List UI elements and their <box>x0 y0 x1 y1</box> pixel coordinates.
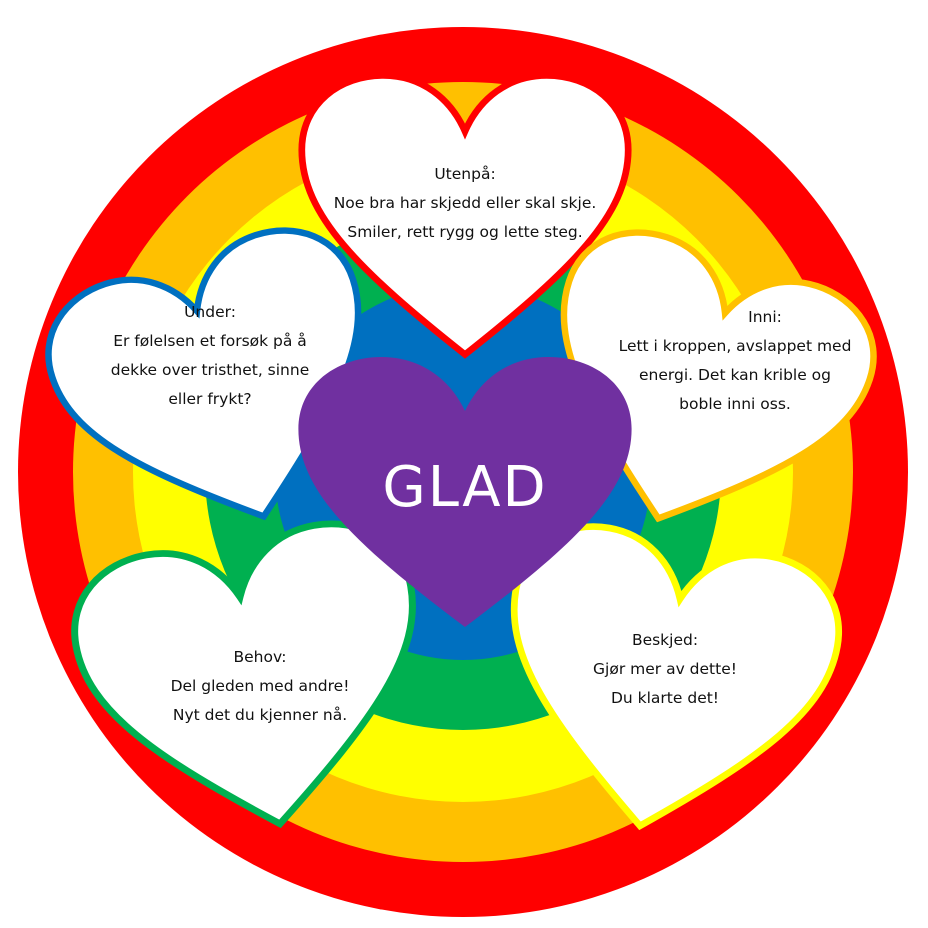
center-label: GLAD <box>382 455 548 520</box>
heart-line: Smiler, rett rygg og lette steg. <box>347 223 583 241</box>
heart-line: dekke over tristhet, sinne <box>110 361 310 379</box>
heart-line: Noe bra har skjedd eller skal skje. <box>333 194 597 212</box>
heart-line: Nyt det du kjenner nå. <box>172 706 348 724</box>
heart-line: boble inni oss. <box>679 395 791 413</box>
heart-line: Gjør mer av dette! <box>593 660 737 678</box>
heart-title: Utenpå: <box>434 165 496 183</box>
heart-title: Beskjed: <box>631 631 699 649</box>
heart-line: Del gleden med andre! <box>170 677 350 695</box>
heart-right-text: Inni: Lett i kroppen, avslappet med ener… <box>590 303 880 419</box>
heart-line: eller frykt? <box>168 390 252 408</box>
heart-line: Er følelsen et forsøk på å <box>113 332 307 350</box>
heart-top-text: Utenpå: Noe bra har skjedd eller skal sk… <box>300 160 630 247</box>
heart-title: Under: <box>184 303 236 321</box>
heart-title: Behov: <box>233 648 287 666</box>
heart-line: energi. Det kan krible og <box>638 366 831 384</box>
heart-line: Du klarte det! <box>610 689 720 707</box>
heart-title: Inni: <box>748 308 782 326</box>
heart-line: Lett i kroppen, avslappet med <box>618 337 852 355</box>
heart-bottom-right-text: Beskjed: Gjør mer av dette! Du klarte de… <box>525 626 805 713</box>
heart-bottom-left-text: Behov: Del gleden med andre! Nyt det du … <box>120 643 400 730</box>
heart-left-text: Under: Er følelsen et forsøk på å dekke … <box>60 298 360 414</box>
